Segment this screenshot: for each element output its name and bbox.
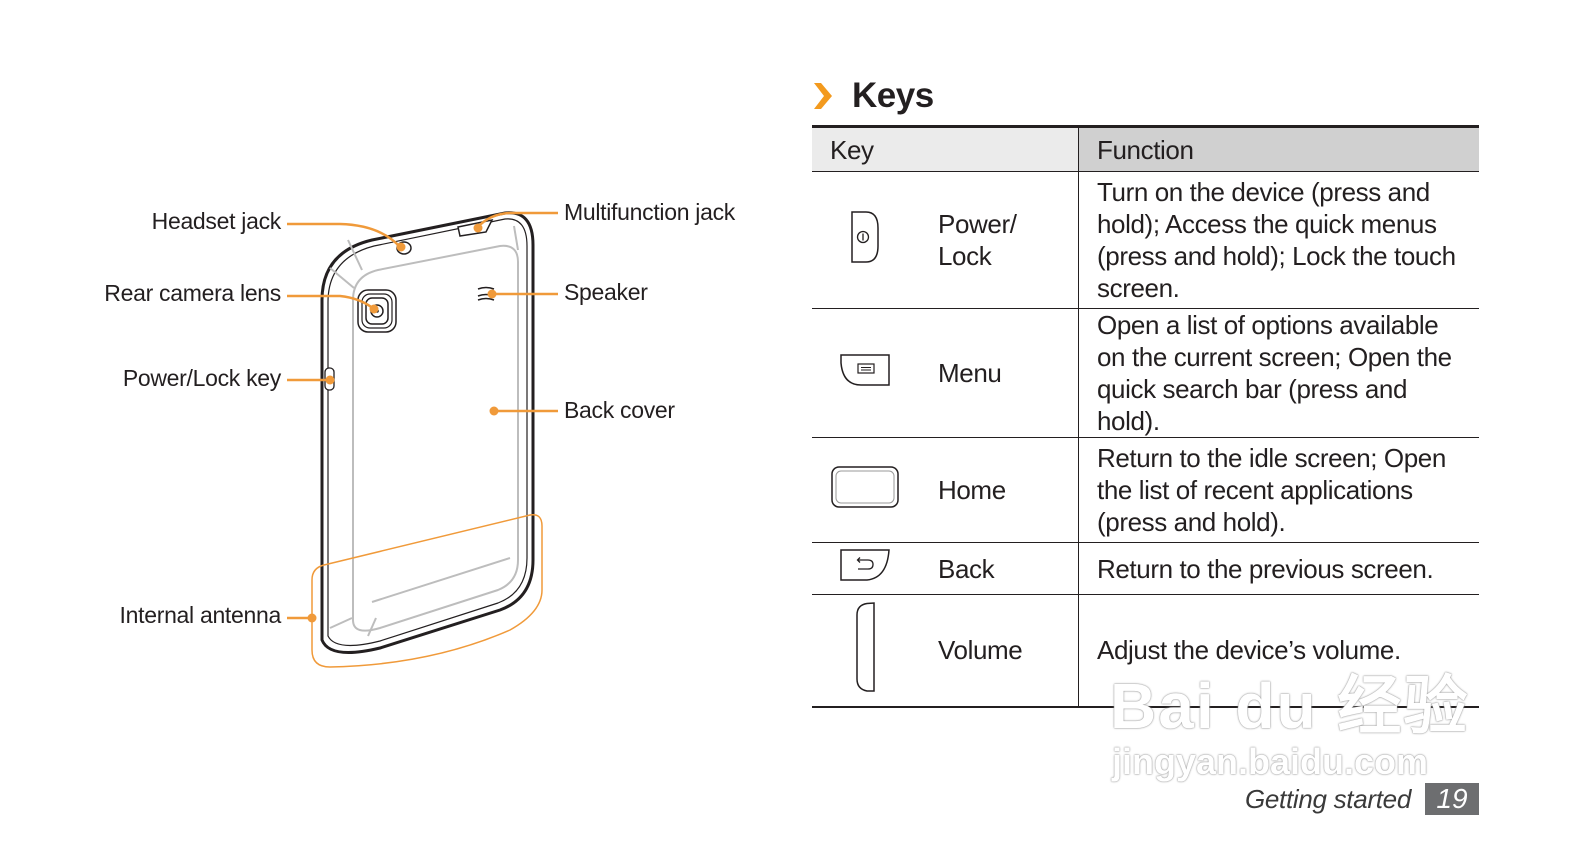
table-row: Home Return to the idle screen; Open the… — [812, 437, 1479, 543]
table-row: Back Return to the previous screen. — [812, 542, 1479, 595]
callout-internal-antenna: Internal antenna — [119, 602, 282, 628]
callout-rear-camera-lens: Rear camera lens — [104, 280, 281, 306]
key-name-home: Home — [918, 437, 1079, 543]
key-icon-cell — [812, 594, 918, 708]
volume-key-icon — [856, 601, 875, 692]
section-title: Keys — [852, 76, 934, 115]
header-key: Key — [812, 125, 1079, 172]
page-footer: Getting started 19 — [1245, 783, 1479, 815]
chapter-name: Getting started — [1244, 783, 1411, 814]
table-row: Menu Open a list of options available on… — [812, 308, 1479, 438]
table-row: Volume Adjust the device’s volume. — [812, 594, 1479, 708]
header-function: Function — [1078, 125, 1479, 172]
antenna-region — [311, 513, 543, 668]
phone-body-outline — [320, 211, 535, 654]
page-number: 19 — [1425, 783, 1479, 815]
callout-line-rear-camera — [287, 294, 375, 310]
menu-key-icon — [840, 353, 890, 386]
key-name-menu: Menu — [918, 308, 1079, 438]
callout-headset-jack: Headset jack — [151, 208, 282, 234]
key-function: Open a list of options available on the … — [1078, 308, 1479, 438]
key-name-back: Back — [918, 542, 1079, 595]
key-icon-cell — [812, 171, 918, 309]
key-icon-cell — [812, 542, 918, 595]
callout-multifunction-jack: Multifunction jack — [564, 199, 736, 225]
camera-module — [357, 289, 397, 333]
keys-table: Key Function Power/ Lock Turn on the dev… — [812, 125, 1479, 708]
watermark-url: jingyan.baidu.com — [1112, 741, 1429, 782]
callout-speaker: Speaker — [564, 279, 648, 305]
key-name-power-lock: Power/ Lock — [938, 209, 1017, 271]
key-function: Return to the previous screen. — [1078, 542, 1479, 595]
callout-power-lock-key: Power/Lock key — [122, 365, 281, 391]
table-header-row: Key Function — [812, 125, 1479, 172]
callout-line-headset-jack — [287, 222, 401, 248]
section-heading: Keys — [812, 72, 934, 120]
key-name-volume: Volume — [918, 594, 1079, 708]
phone-back-diagram: Headset jack Rear camera lens Power/Lock… — [0, 0, 790, 862]
phone-illustration — [287, 211, 558, 668]
back-key-icon — [840, 549, 890, 581]
table-row: Power/ Lock Turn on the device (press an… — [812, 171, 1479, 309]
key-icon-cell — [812, 308, 918, 438]
key-function: Return to the idle screen; Open the list… — [1078, 437, 1479, 543]
home-key-icon — [831, 465, 899, 508]
key-name: Power/ Lock — [918, 171, 1079, 309]
orange-chevron-right-icon — [814, 83, 832, 109]
power-lock-key-icon — [851, 210, 879, 263]
key-icon-cell — [812, 437, 918, 543]
callout-back-cover: Back cover — [564, 397, 675, 423]
key-function: Adjust the device’s volume. — [1078, 594, 1479, 708]
key-function: Turn on the device (press and hold); Acc… — [1078, 171, 1479, 309]
